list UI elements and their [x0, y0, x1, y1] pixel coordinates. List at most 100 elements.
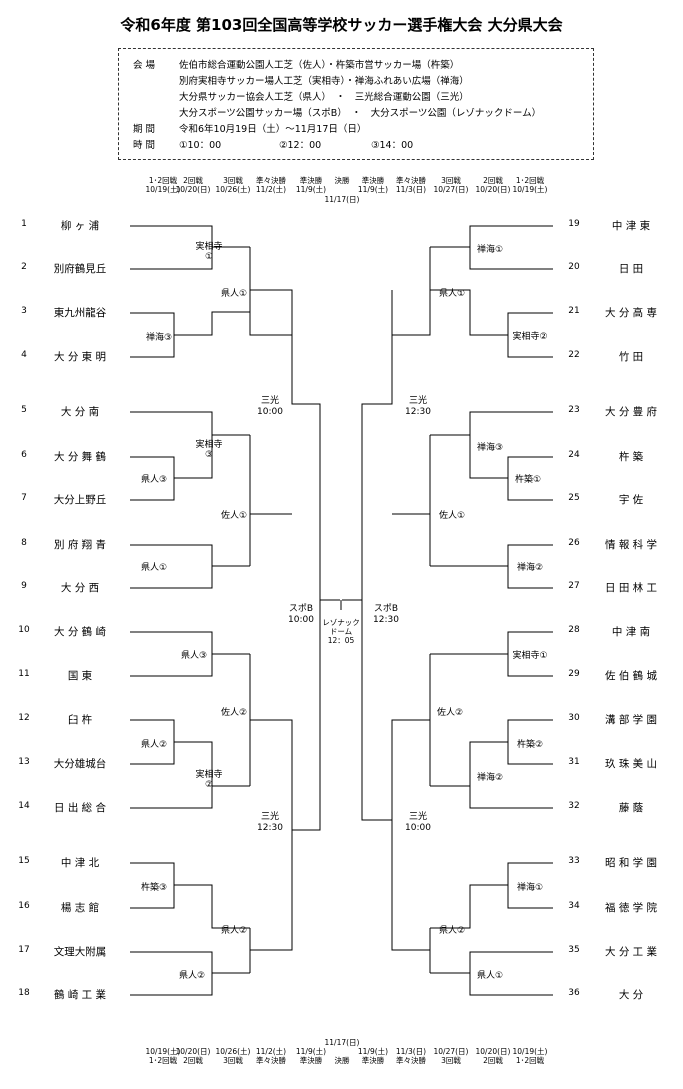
- team-number: 5: [21, 405, 27, 415]
- round-label: 決勝: [334, 176, 350, 185]
- bracket-line: [130, 631, 250, 655]
- team-name: 大 分 舞 鶴: [53, 451, 106, 463]
- team-name: 玖 珠 美 山: [604, 758, 657, 770]
- team-number: 3: [21, 306, 27, 316]
- bracket-line: [130, 247, 213, 270]
- round-date: 10/20(日): [475, 1047, 511, 1056]
- bracket-line: [391, 247, 431, 336]
- bracket-line: [507, 885, 553, 909]
- period-value: 令和6年10月19日（土）～11月17日（日）: [179, 124, 367, 135]
- bracket-line: [469, 973, 553, 996]
- round-date: 10/19(土): [512, 1047, 548, 1056]
- team-name: 中 津 北: [60, 857, 100, 869]
- team-number: 1: [21, 219, 27, 229]
- bracket-line: [130, 951, 250, 974]
- venue-label: 杵築③: [140, 883, 168, 893]
- team-number: 24: [568, 450, 580, 460]
- bracket-line: [430, 411, 553, 436]
- bracket-line: [507, 742, 553, 765]
- venue-label: 実相寺②: [512, 332, 548, 342]
- team-number: 17: [18, 945, 30, 955]
- info-box: 会 場 佐伯市総合運動公園人工芝（佐人）・杵築市営サッカー場（杵築） 別府実相寺…: [118, 48, 594, 160]
- venue-label: 佐人①: [220, 511, 248, 521]
- bracket-line: [130, 654, 213, 677]
- venue-label: スポB 12:30: [373, 604, 399, 625]
- bracket-line: [250, 600, 321, 831]
- bracket-line: [130, 225, 250, 248]
- team-number: 34: [568, 901, 580, 911]
- team-number: 21: [568, 306, 580, 316]
- round-date: 11/9(土): [357, 1047, 389, 1056]
- venue-line: 別府実相寺サッカー場人工芝（実相寺）・禅海ふれあい広場（禅海）: [179, 76, 469, 87]
- bracket-line: [130, 544, 250, 567]
- team-name: 国 東: [67, 670, 93, 682]
- team-name: 柳 ヶ 浦: [60, 220, 100, 232]
- team-name: 日 田: [618, 263, 644, 275]
- round-label: 3回戦: [441, 1056, 461, 1065]
- team-number: 4: [21, 350, 27, 360]
- bracket-line: [469, 247, 553, 270]
- final-date: 11/17(日): [324, 195, 360, 204]
- round-label: 準決勝: [361, 1056, 385, 1065]
- bracket-line: [130, 973, 213, 996]
- bracket-line: [430, 719, 553, 787]
- bracket-line: [130, 742, 175, 765]
- round-label: 1･2回戦: [515, 1056, 545, 1065]
- team-name: 日 田 林 工: [604, 582, 657, 594]
- venue-label: 杵築②: [516, 740, 544, 750]
- team-name: 楊 志 館: [60, 902, 100, 914]
- round-label: 準々決勝: [256, 1056, 286, 1065]
- team-number: 30: [568, 713, 580, 723]
- bracket-line: [430, 631, 553, 655]
- round-date: 11/9(土): [357, 185, 389, 194]
- bracket-line: [130, 335, 175, 358]
- venue-label: 県人③: [140, 475, 168, 485]
- venue-label: 実相寺 ③: [195, 440, 223, 460]
- team-name: 杵 築: [618, 451, 644, 463]
- team-number: 31: [568, 757, 580, 767]
- round-date: 11/3(日): [395, 1047, 427, 1056]
- round-label: 準々決勝: [396, 1056, 426, 1065]
- round-label: 3回戦: [441, 176, 461, 185]
- team-number: 8: [21, 538, 27, 548]
- team-number: 29: [568, 669, 580, 679]
- team-number: 12: [18, 713, 30, 723]
- venue-label: 実相寺 ①: [195, 242, 223, 262]
- team-number: 36: [568, 988, 580, 998]
- round-date: 10/27(日): [433, 185, 469, 194]
- team-name: 佐 伯 鶴 城: [604, 670, 657, 682]
- venue-label: 実相寺 ②: [195, 770, 223, 790]
- team-name: 宇 佐: [618, 494, 644, 506]
- bracket-line: [430, 951, 553, 974]
- round-label: 1･2回戦: [515, 176, 545, 185]
- team-number: 28: [568, 625, 580, 635]
- team-name: 情 報 科 学: [604, 539, 657, 551]
- time-value: ③14：00: [371, 140, 414, 151]
- round-label: 3回戦: [223, 176, 243, 185]
- bracket-line: [430, 862, 553, 929]
- venue-label: 佐人②: [220, 708, 248, 718]
- venue-label: 三光 10:00: [405, 812, 431, 833]
- round-date: 10/19(土): [145, 185, 181, 194]
- venue-label: スポB 10:00: [288, 604, 314, 625]
- team-name: 大 分 高 専: [604, 307, 657, 319]
- team-number: 18: [18, 988, 30, 998]
- bracket-line: [430, 289, 553, 336]
- team-name: 東九州龍谷: [53, 307, 107, 319]
- venue-label: 禅海②: [476, 773, 504, 783]
- team-number: 6: [21, 450, 27, 460]
- venue-label: 県人③: [180, 651, 208, 661]
- round-label: 2回戦: [183, 176, 203, 185]
- bracket-line: [250, 289, 340, 601]
- round-label: 決勝: [334, 1056, 350, 1065]
- round-date: 11/3(日): [395, 185, 427, 194]
- team-number: 26: [568, 538, 580, 548]
- bracket-line: [342, 290, 393, 601]
- team-name: 大 分 西: [60, 582, 100, 594]
- team-number: 25: [568, 493, 580, 503]
- team-number: 16: [18, 901, 30, 911]
- venue-line: 大分県サッカー協会人工芝（県人） ・ 三光総合運動公園（三光）: [179, 92, 469, 103]
- venue-label: 三光 12:30: [405, 396, 431, 417]
- bracket-line: [392, 435, 431, 515]
- round-label: 2回戦: [183, 1056, 203, 1065]
